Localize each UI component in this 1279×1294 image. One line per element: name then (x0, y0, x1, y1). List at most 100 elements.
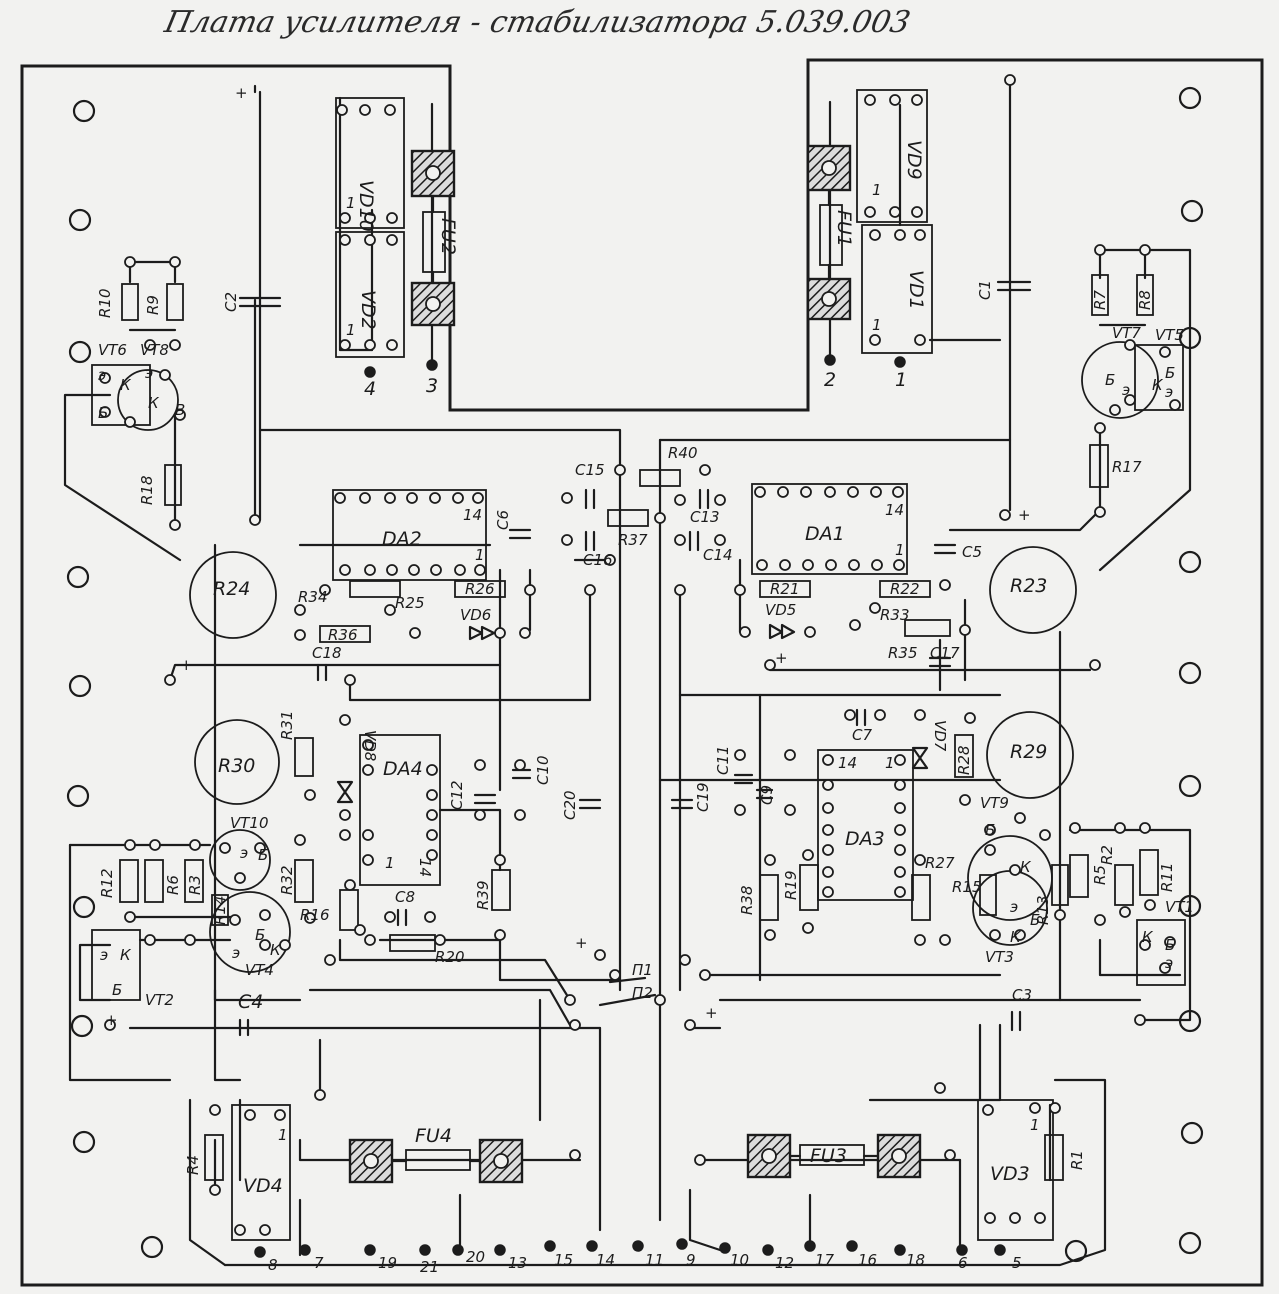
plus-top-left: + (235, 84, 248, 102)
contact-10: 10 (730, 1251, 749, 1269)
pin-b-vt10: Б (258, 846, 268, 864)
mounting-holes (66, 86, 1204, 1263)
label-c5: C5 (962, 543, 982, 561)
label-r11: R11 (1158, 862, 1176, 892)
label-r12: R12 (98, 868, 116, 898)
contact-21: 21 (420, 1258, 439, 1276)
pin-e-vt7: э (1122, 381, 1130, 399)
label-c7: C7 (852, 726, 872, 744)
contact-7: 7 (314, 1254, 324, 1272)
label-c13: C13 (690, 508, 720, 526)
label-vd5: VD5 (765, 601, 796, 619)
label-r32: R32 (278, 865, 296, 895)
pin-14-da3: 14 (838, 754, 857, 772)
label-vt7: VT7 (1112, 324, 1141, 342)
pin-e-vt10: э (240, 844, 248, 862)
label-r15: R15 (952, 878, 982, 896)
label-c19: C19 (694, 782, 712, 812)
pin-b-vt5: Б (1165, 364, 1175, 382)
label-jumper-p2: П2 (632, 984, 653, 1002)
label-vt8: VT8 (140, 341, 169, 359)
label-r25: R25 (395, 594, 425, 612)
label-r6: R6 (164, 875, 182, 895)
pin-14-da2: 14 (463, 506, 482, 524)
contact-5: 5 (1012, 1254, 1022, 1272)
pin-e-vt3: э (1010, 898, 1018, 916)
pin-1-vd9: 1 (872, 181, 882, 199)
label-c2: C2 (222, 292, 240, 312)
pin-b3-vt8: В (175, 401, 185, 419)
contact-8: 8 (268, 1256, 278, 1274)
label-r18: R18 (138, 475, 156, 505)
label-da4: DA4 (383, 758, 423, 780)
label-r5: R5 (1091, 865, 1109, 885)
label-vd2: VD2 (357, 290, 379, 330)
label-r22: R22 (890, 580, 920, 598)
label-r2: R2 (1098, 845, 1116, 865)
plus-top-right: + (1018, 506, 1031, 524)
label-c8: C8 (395, 888, 415, 906)
label-r10: R10 (96, 288, 114, 318)
contact-16: 16 (858, 1251, 877, 1269)
label-c17: C17 (930, 644, 960, 662)
pin-k-vt3: К (1010, 928, 1022, 946)
label-vt10: VT10 (230, 814, 269, 832)
label-fu2: FU2 (437, 218, 459, 255)
label-c10: C10 (534, 755, 552, 785)
label-c9: C9 (758, 785, 776, 805)
pin-1-vd10: 1 (346, 194, 356, 212)
capacitor-symbols (238, 280, 1032, 1037)
pin-e-vt5: э (1165, 383, 1173, 401)
pin-1-vd2: 1 (346, 321, 356, 339)
contact-20: 20 (466, 1248, 485, 1266)
label-r4: R4 (184, 1155, 202, 1175)
label-fu1: FU1 (833, 210, 855, 247)
label-vt5: VT5 (1155, 326, 1184, 344)
pin-1-da2: 1 (475, 546, 485, 564)
label-fu4: FU4 (415, 1125, 452, 1147)
label-vt6: VT6 (98, 341, 127, 359)
label-r16: R16 (300, 906, 330, 924)
contact-14: 14 (596, 1251, 615, 1269)
pin-1-vd4: 1 (278, 1126, 288, 1144)
label-r17: R17 (1112, 458, 1142, 476)
label-r27: R27 (925, 854, 955, 872)
pin-e-vt2: э (100, 946, 108, 964)
pin-k-vt9: К (1020, 858, 1032, 876)
pin-b-vt7: Б (1105, 371, 1115, 389)
pin-14-da1: 14 (885, 501, 904, 519)
resistor-bodies (119, 274, 1159, 1181)
component-boxes (91, 89, 1186, 1241)
label-vd6: VD6 (460, 606, 491, 624)
plus-mid-right: + (775, 649, 788, 667)
plus-lower-left: + (105, 1011, 118, 1029)
pin-b-vt1: Б (1165, 936, 1175, 954)
label-vt3: VT3 (985, 948, 1014, 966)
pin-b-vt2: Б (112, 981, 122, 999)
label-r23: R23 (1010, 575, 1047, 597)
plus-mid-left: + (180, 656, 193, 674)
label-r38: R38 (738, 885, 756, 915)
label-c1: C1 (976, 280, 994, 300)
label-r19: R19 (782, 870, 800, 900)
label-r33: R33 (880, 606, 910, 624)
label-r31: R31 (278, 710, 296, 740)
diode-symbols (336, 623, 929, 804)
label-r36: R36 (328, 626, 358, 644)
label-r8: R8 (1136, 290, 1154, 310)
pin-e-vt6: э (98, 366, 106, 384)
label-c20: C20 (561, 790, 579, 820)
contact-15: 15 (554, 1251, 573, 1269)
label-vt1: VT1 (1165, 898, 1194, 916)
pin-b-vt6: Б (98, 404, 108, 422)
label-r28: R28 (955, 745, 973, 775)
contact-11: 11 (645, 1251, 664, 1269)
contact-9: 9 (686, 1251, 696, 1269)
label-r39: R39 (474, 880, 492, 910)
label-vd3: VD3 (990, 1163, 1030, 1185)
contact-4: 4 (364, 378, 376, 400)
label-r40: R40 (668, 444, 698, 462)
label-da1: DA1 (805, 523, 845, 545)
